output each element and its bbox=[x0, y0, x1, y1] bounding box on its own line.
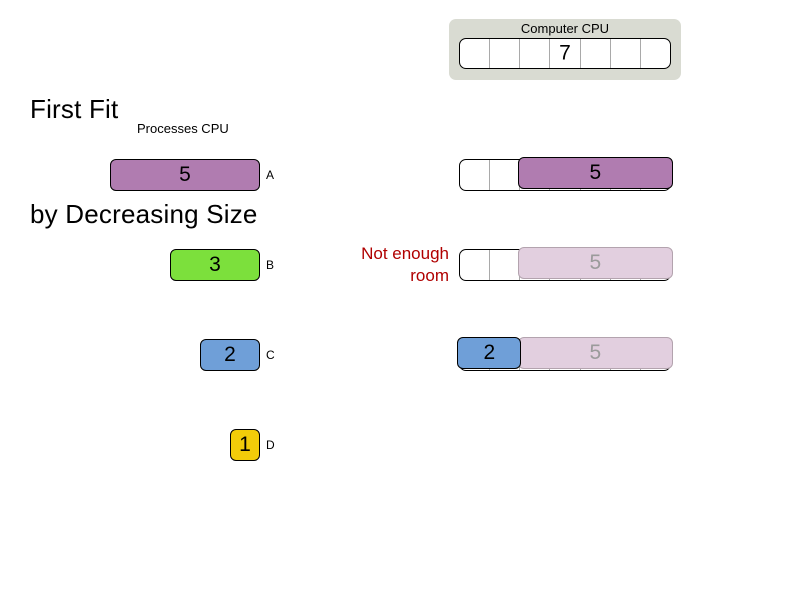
process-bar-a[interactable]: 5 bbox=[110, 159, 260, 191]
allocated-block-5[interactable]: 5 bbox=[517, 337, 673, 370]
allocation-slot-cell bbox=[490, 160, 521, 190]
computer-cpu-panel: Computer CPU 7 bbox=[449, 19, 681, 80]
process-label-d: D bbox=[266, 438, 275, 452]
allocation-slot-cell bbox=[460, 160, 491, 190]
cpu-capacity-cell bbox=[520, 39, 551, 68]
not-enough-room-warning: Not enough room bbox=[339, 243, 449, 287]
allocated-block-5[interactable]: 5 bbox=[517, 247, 673, 280]
allocation-row-b: 5 Not enough room bbox=[361, 244, 673, 285]
process-bar-c[interactable]: 2 bbox=[200, 339, 260, 371]
processes-cpu-label: Processes CPU bbox=[137, 121, 229, 136]
cpu-capacity-cell bbox=[490, 39, 521, 68]
page-title: First Fit by Decreasing Size bbox=[30, 22, 258, 302]
process-label-c: C bbox=[266, 348, 275, 362]
allocation-slot-cell bbox=[460, 250, 491, 280]
computer-cpu-capacity-bar: 7 bbox=[459, 38, 671, 69]
process-bar-b[interactable]: 3 bbox=[170, 249, 260, 281]
warning-line-1: Not enough bbox=[361, 244, 449, 263]
allocation-slot-cell bbox=[490, 250, 521, 280]
process-label-b: B bbox=[266, 258, 275, 272]
cpu-capacity-cell bbox=[581, 39, 611, 68]
warning-line-2: room bbox=[410, 266, 449, 285]
allocated-block-2[interactable]: 2 bbox=[457, 337, 522, 370]
page-title-line-2: by Decreasing Size bbox=[30, 199, 258, 229]
cpu-capacity-cell: 7 bbox=[550, 39, 581, 68]
page-title-line-1: First Fit bbox=[30, 94, 119, 124]
cpu-capacity-cell bbox=[460, 39, 491, 68]
cpu-capacity-cell bbox=[641, 39, 670, 68]
allocation-row-a: 5 bbox=[459, 157, 673, 191]
process-label-a: A bbox=[266, 168, 275, 182]
allocated-block-5[interactable]: 5 bbox=[517, 157, 673, 190]
cpu-capacity-cell bbox=[611, 39, 641, 68]
process-bar-d[interactable]: 1 bbox=[230, 429, 260, 461]
computer-cpu-label: Computer CPU bbox=[520, 21, 610, 36]
